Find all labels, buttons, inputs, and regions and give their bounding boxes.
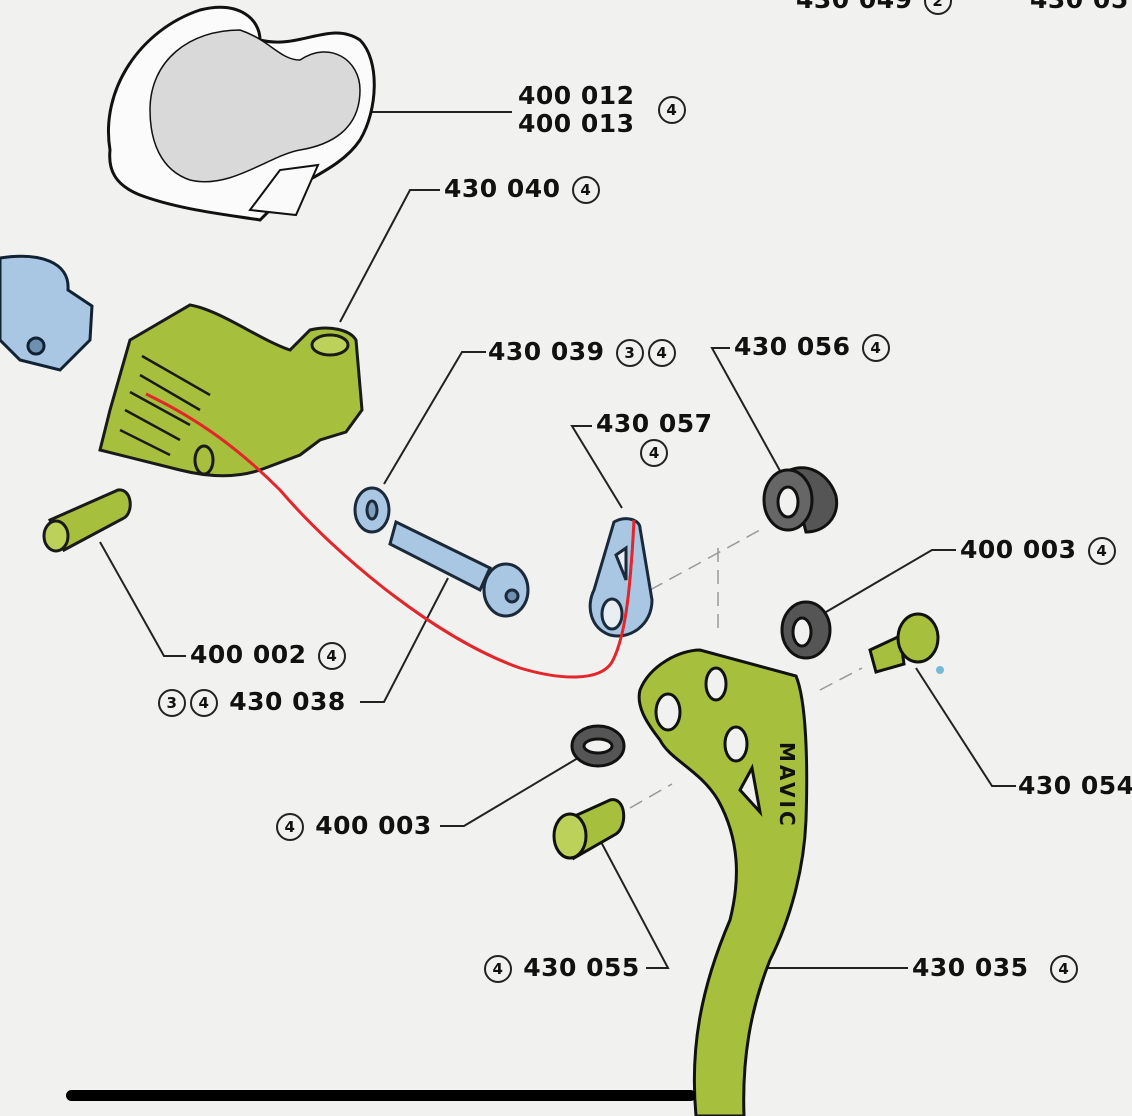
part-number: 400 003 bbox=[960, 535, 1077, 564]
clamp-part bbox=[0, 254, 94, 372]
part-number: 400 002 bbox=[190, 640, 307, 669]
part-number: 430 049 bbox=[796, 0, 913, 14]
part-number: 430 038 bbox=[229, 687, 346, 716]
blade-part bbox=[637, 648, 809, 1116]
qty-badge: 4 bbox=[276, 813, 304, 841]
label-lever-body: 430 040 4 bbox=[444, 175, 602, 204]
qty-badge: 4 bbox=[861, 334, 890, 362]
adjust-screw-part bbox=[868, 612, 940, 674]
part-number: 430 05 bbox=[1030, 0, 1129, 14]
leader-seal-left bbox=[440, 757, 579, 827]
seal-right-part bbox=[780, 600, 832, 660]
blue-dot bbox=[936, 666, 944, 674]
qty-badge: 3 bbox=[158, 689, 186, 717]
leader-bushing bbox=[710, 347, 785, 479]
leader-seal-right bbox=[825, 549, 956, 613]
part-number: 430 054 bbox=[1018, 771, 1132, 800]
red-annotation-line bbox=[145, 392, 636, 679]
qty-badge: 4 bbox=[647, 339, 676, 367]
part-number: 430 056 bbox=[734, 332, 851, 361]
sleeve-part bbox=[552, 798, 626, 861]
label-adjust-screw: 430 054 bbox=[1018, 772, 1132, 800]
washer-part bbox=[353, 486, 391, 534]
hood-part bbox=[107, 5, 376, 222]
clevis-part bbox=[588, 517, 654, 638]
leader-adjust-screw bbox=[915, 667, 1016, 787]
qty-badge: 4 bbox=[1049, 955, 1078, 983]
qty-badge: 4 bbox=[640, 439, 669, 467]
label-pin: 400 002 4 bbox=[190, 641, 348, 670]
bolt-part bbox=[388, 519, 530, 618]
seal-left-part bbox=[570, 724, 626, 768]
qty-badge: 4 bbox=[484, 955, 512, 983]
leader-bolt bbox=[360, 577, 449, 703]
leader-sleeve bbox=[599, 839, 670, 969]
leader-lever-body bbox=[339, 189, 440, 323]
part-number: 430 040 bbox=[444, 174, 561, 203]
leader-lines bbox=[99, 111, 1016, 969]
leader-washer bbox=[383, 351, 486, 485]
home-indicator[interactable] bbox=[66, 1090, 696, 1101]
qty-badge: 4 bbox=[1087, 537, 1116, 565]
part-number: 400 012 bbox=[518, 81, 635, 110]
label-bushing: 430 056 4 bbox=[734, 333, 892, 362]
label-top-cut-1: 430 049 2 bbox=[796, 0, 954, 15]
brand-mark: MAVIC bbox=[775, 742, 799, 829]
qty-badge: 4 bbox=[317, 642, 346, 670]
part-number: 400 003 bbox=[315, 811, 432, 840]
pivot-pin-part bbox=[42, 488, 132, 553]
part-number: 430 057 bbox=[596, 409, 713, 438]
assembly-axis-lines bbox=[629, 529, 863, 809]
lever-body-part bbox=[98, 303, 364, 478]
leader-clevis bbox=[570, 425, 623, 509]
label-seal-right: 400 003 4 bbox=[960, 536, 1118, 565]
part-number: 430 055 bbox=[523, 953, 640, 982]
part-number: 430 039 bbox=[488, 337, 605, 366]
qty-badge: 4 bbox=[657, 96, 686, 124]
qty-badge: 4 bbox=[571, 176, 600, 204]
leader-pin bbox=[99, 541, 186, 657]
part-number: 400 013 bbox=[518, 109, 635, 138]
label-blade: 430 035 4 bbox=[912, 954, 1080, 983]
bushing-part bbox=[762, 466, 839, 534]
label-seal-left: 4 400 003 bbox=[274, 812, 432, 841]
label-top-cut-2: 430 05 bbox=[1030, 0, 1129, 14]
label-sleeve: 4 430 055 bbox=[482, 954, 640, 983]
part-number: 430 035 bbox=[912, 953, 1029, 982]
qty-badge: 2 bbox=[923, 0, 952, 15]
qty-badge: 3 bbox=[615, 339, 644, 367]
qty-badge: 4 bbox=[190, 689, 218, 717]
label-hood: 400 012 400 013 4 bbox=[518, 82, 688, 138]
label-clevis: 430 057 4 bbox=[596, 410, 713, 467]
